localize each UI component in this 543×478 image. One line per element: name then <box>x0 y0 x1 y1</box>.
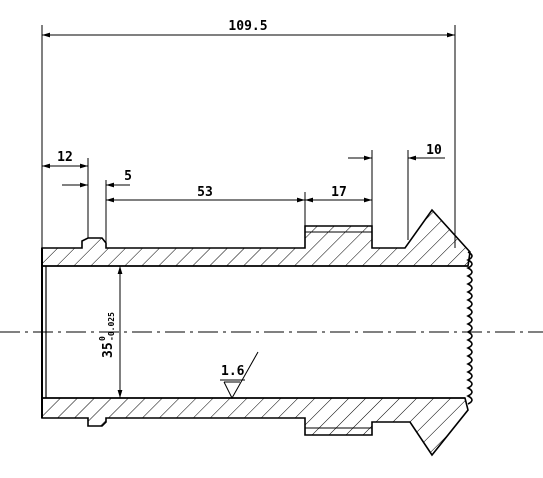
dim-bore-tolerance-upper: 0 <box>98 336 107 341</box>
dim-middle-span: 53 <box>197 185 213 200</box>
bottom-wall-section <box>41 397 469 457</box>
surface-roughness-symbol: 1.6 <box>220 351 259 400</box>
dim-bore-diameter: 35 <box>101 342 116 358</box>
dim-bore-tolerance-lower: -0.025 <box>107 312 116 341</box>
surface-roughness-value: 1.6 <box>221 364 245 379</box>
dim-groove-width: 5 <box>124 169 132 184</box>
dim-left-end: 12 <box>57 150 73 165</box>
dim-bore-diameter-group: 35 0 -0.025 <box>98 312 116 358</box>
dim-right-end: 10 <box>426 143 442 158</box>
dim-collar-width: 17 <box>331 185 347 200</box>
extension-lines <box>41 25 456 248</box>
dim-overall-length: 109.5 <box>228 19 267 34</box>
serrated-face <box>466 251 473 405</box>
